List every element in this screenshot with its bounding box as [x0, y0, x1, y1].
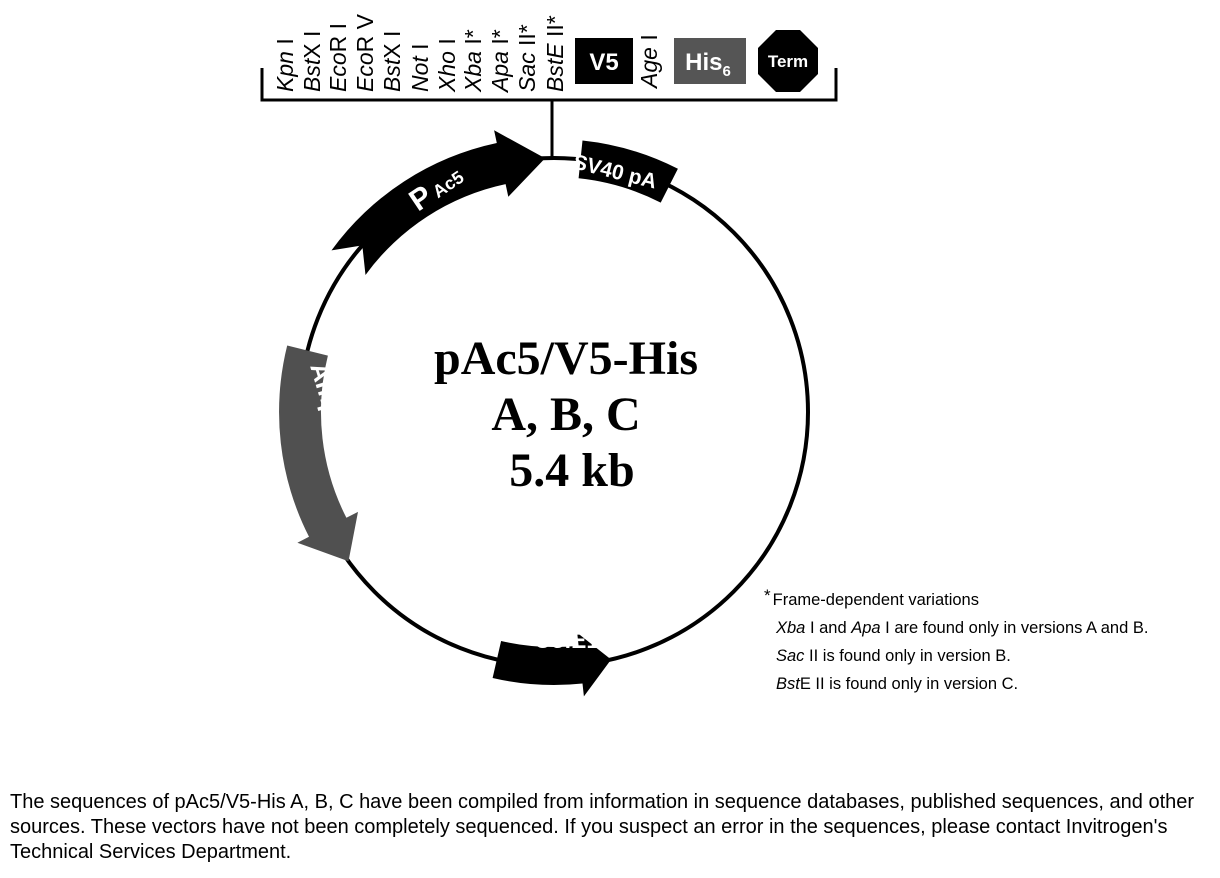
restriction-site-kpn-i: Kpn I — [272, 38, 298, 92]
restriction-site-bstx-i: BstX I — [299, 31, 325, 92]
restriction-site-sac-ii: Sac II* — [514, 24, 540, 92]
terminator-octagon — [758, 30, 818, 92]
restriction-site-age-i: Age I — [636, 34, 662, 90]
notes-title-row: *Frame-dependent variations — [764, 582, 1214, 614]
his6-label: His6 — [685, 49, 731, 80]
plasmid-versions: A, B, C — [491, 388, 640, 441]
cole1-label: ColE1 — [534, 627, 599, 653]
ampicillin-arrow — [279, 345, 358, 562]
restriction-site-not-i: Not I — [407, 43, 433, 92]
notes-title: Frame-dependent variations — [772, 591, 979, 609]
pac5-promoter-arrow — [331, 130, 546, 275]
restriction-site-bste-ii: BstE II* — [542, 15, 568, 92]
restriction-site-bstx-i: BstX I — [379, 31, 405, 92]
sequence-disclaimer: The sequences of pAc5/V5-His A, B, C hav… — [10, 791, 1195, 863]
sv40-pa-block — [578, 140, 678, 203]
asterisk-mark: * — [764, 586, 771, 605]
note-xba-apa: Xba I and Apa I are found only in versio… — [776, 619, 1149, 637]
cole1-arrow — [492, 632, 612, 697]
restriction-site-apa-i: Apa I* — [487, 29, 513, 94]
restriction-site-ecor-v: EcoR V — [352, 13, 378, 92]
restriction-site-ecor-i: EcoR I — [325, 23, 351, 92]
plasmid-size: 5.4 kb — [509, 444, 634, 497]
mcs-bracket — [260, 68, 838, 102]
term-label: Term — [768, 52, 808, 71]
v5-label: V5 — [589, 49, 618, 76]
note-sac: Sac II is found only in version B. — [776, 647, 1011, 665]
restriction-site-xho-i: Xho I — [434, 38, 460, 93]
plasmid-name: pAc5/V5-His — [434, 332, 698, 385]
note-bste: BstE II is found only in version C. — [776, 675, 1019, 693]
his6-tag-box — [674, 38, 746, 84]
frame-dependent-notes: *Frame-dependent variations Xba I and Ap… — [764, 582, 1214, 698]
v5-epitope-box — [575, 38, 633, 84]
restriction-site-xba-i: Xba I* — [460, 29, 486, 93]
